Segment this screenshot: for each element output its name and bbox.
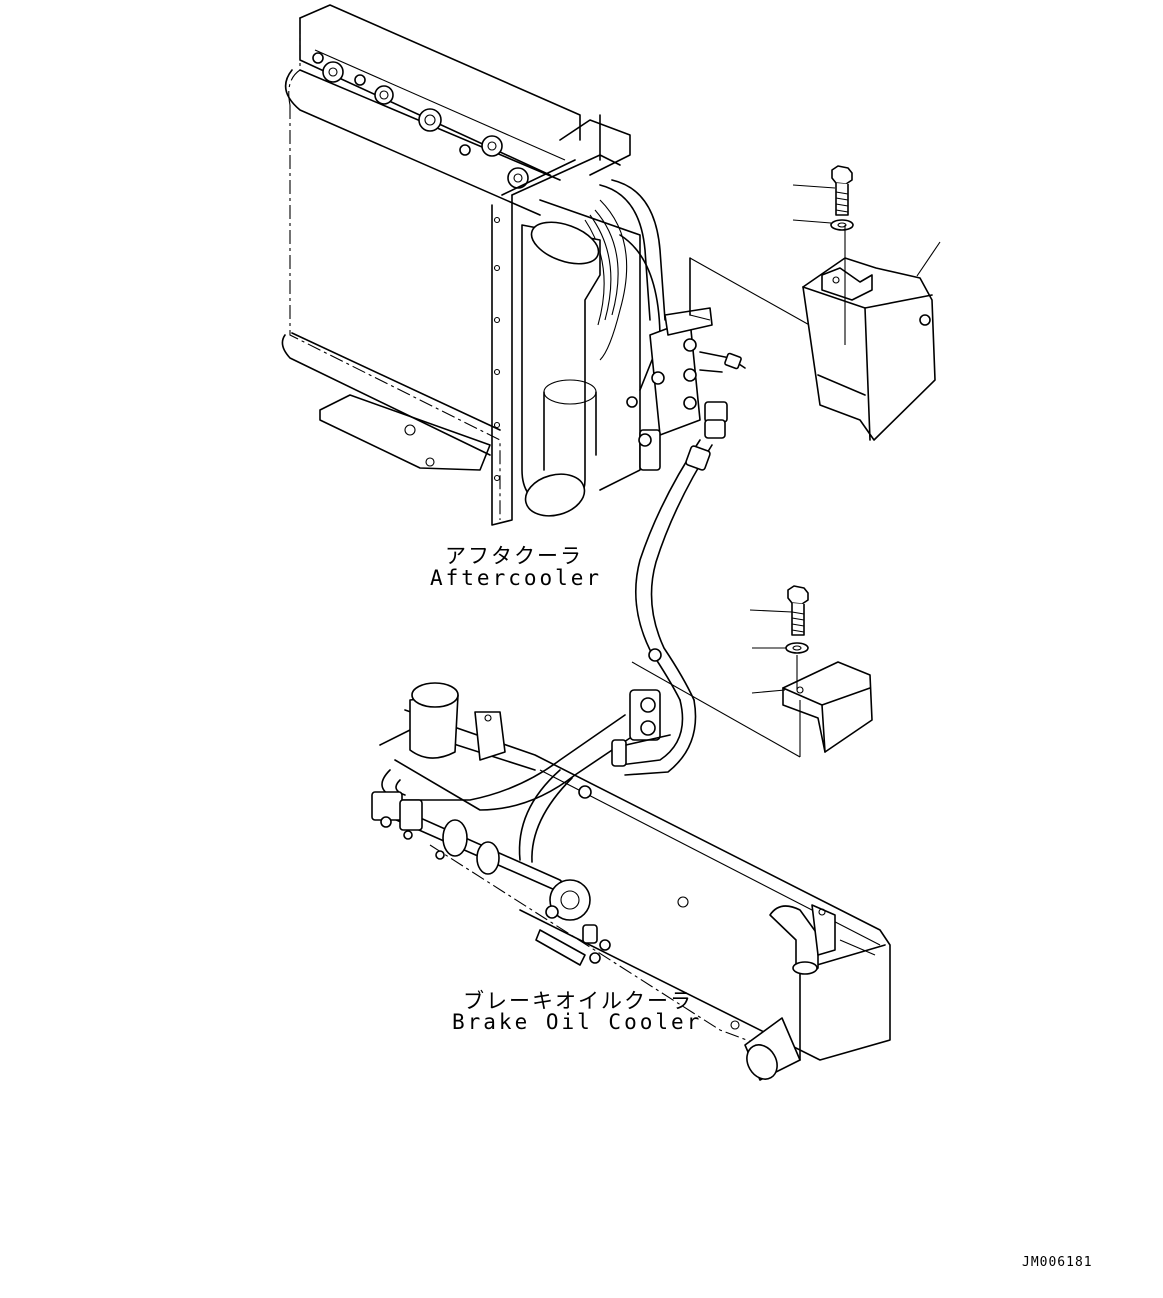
connecting-hose [619, 439, 713, 776]
drawing-code: JM006181 [1022, 1255, 1093, 1270]
upper-cover-assembly [792, 165, 941, 441]
brake-oil-cooler-assembly [371, 648, 891, 1081]
lower-cover-assembly [631, 585, 873, 758]
brake-oil-cooler-label-jp: ブレーキオイルクーラ [463, 989, 693, 1013]
brake-oil-cooler-label-en: Brake Oil Cooler [452, 1010, 703, 1034]
aftercooler-label-jp: アフタクーラ [445, 544, 583, 568]
aftercooler-assembly [281, 4, 846, 526]
aftercooler-label-en: Aftercooler [430, 566, 603, 590]
